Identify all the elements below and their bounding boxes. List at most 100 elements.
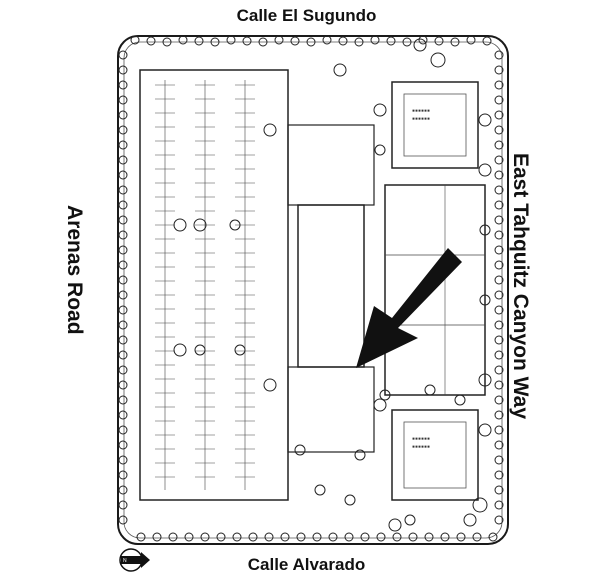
tree-icon [130, 35, 140, 45]
tree-icon [388, 518, 402, 532]
tree-icon [118, 485, 128, 495]
tree-icon [232, 532, 242, 542]
tree-icon [280, 532, 290, 542]
tree-icon [118, 185, 128, 195]
tree-icon [229, 219, 241, 231]
tree-icon [118, 455, 128, 465]
tree-icon [472, 497, 488, 513]
tree-icon [322, 35, 332, 45]
tree-icon [146, 36, 156, 46]
tree-icon [344, 494, 356, 506]
north-arrow-icon: N [119, 548, 150, 572]
tree-icon [118, 110, 128, 120]
tree-icon [118, 425, 128, 435]
tree-icon [118, 170, 128, 180]
tree-icon [494, 395, 504, 405]
street-label-east: East Tahquitz Canyon Way [509, 153, 532, 420]
tree-icon [494, 275, 504, 285]
tree-icon [173, 218, 187, 232]
tree-icon [314, 484, 326, 496]
tree-icon [494, 440, 504, 450]
tree-icon [312, 532, 322, 542]
tree-icon [494, 500, 504, 510]
tree-icon [338, 36, 348, 46]
svg-text:▪▪▪▪▪▪: ▪▪▪▪▪▪ [412, 116, 430, 122]
tree-icon [494, 80, 504, 90]
tree-icon [118, 500, 128, 510]
tree-icon [413, 38, 427, 52]
tree-icon [194, 36, 204, 46]
tree-icon [360, 532, 370, 542]
tree-icon [118, 140, 128, 150]
tree-icon [193, 218, 207, 232]
tree-icon [494, 125, 504, 135]
tree-icon [118, 275, 128, 285]
tree-icon [152, 532, 162, 542]
tree-icon [118, 335, 128, 345]
tree-icon [386, 36, 396, 46]
svg-text:▪▪▪▪▪▪: ▪▪▪▪▪▪ [412, 444, 430, 450]
tree-icon [118, 305, 128, 315]
tree-icon [118, 290, 128, 300]
tree-icon [494, 50, 504, 60]
tree-icon [463, 513, 477, 527]
site-labels: ▪▪▪▪▪▪ ▪▪▪▪▪▪ ▪▪▪▪▪▪ ▪▪▪▪▪▪ [412, 108, 430, 450]
tree-icon [494, 470, 504, 480]
landscape-trees [118, 35, 504, 542]
street-label-north: Calle El Sugundo [236, 6, 377, 25]
tree-icon [370, 35, 380, 45]
financial-interior [403, 421, 467, 489]
tree-icon [118, 80, 128, 90]
svg-text:▪▪▪▪▪▪: ▪▪▪▪▪▪ [412, 108, 430, 114]
tree-icon [494, 455, 504, 465]
tree-icon [379, 389, 391, 401]
svg-text:▪▪▪▪▪▪: ▪▪▪▪▪▪ [412, 436, 430, 442]
street-label-south: Calle Alvarado [247, 555, 366, 574]
tree-icon [454, 394, 466, 406]
tree-icon [440, 532, 450, 542]
tree-icon [494, 410, 504, 420]
tree-icon [296, 532, 306, 542]
tree-icon [264, 532, 274, 542]
tree-icon [494, 290, 504, 300]
tree-icon [374, 144, 386, 156]
tree-icon [274, 35, 284, 45]
tree-icon [210, 37, 220, 47]
tree-icon [118, 50, 128, 60]
tree-icon [494, 95, 504, 105]
tree-icon [294, 444, 306, 456]
tree-icon [494, 260, 504, 270]
tree-icon [494, 320, 504, 330]
tree-icon [402, 37, 412, 47]
tree-icon [494, 170, 504, 180]
tree-icon [494, 425, 504, 435]
tree-icon [263, 123, 277, 137]
tree-icon [494, 350, 504, 360]
tree-icon [479, 294, 491, 306]
tree-icon [494, 155, 504, 165]
tree-icon [373, 398, 387, 412]
tree-icon [373, 103, 387, 117]
tree-icon [226, 35, 236, 45]
tree-icon [488, 532, 498, 542]
tree-icon [494, 65, 504, 75]
tree-icon [118, 215, 128, 225]
tree-icon [216, 532, 226, 542]
tree-icon [184, 532, 194, 542]
svg-text:N: N [123, 558, 127, 564]
tree-icon [118, 95, 128, 105]
tree-icon [118, 260, 128, 270]
tree-icon [494, 185, 504, 195]
tree-icon [392, 532, 402, 542]
street-label-west: Arenas Road [63, 205, 86, 335]
tree-icon [118, 515, 128, 525]
tree-icon [494, 200, 504, 210]
tree-icon [290, 36, 300, 46]
financial-building [391, 409, 479, 501]
tree-icon [118, 380, 128, 390]
tree-icon [234, 344, 246, 356]
tree-icon [248, 532, 258, 542]
south-annex [287, 366, 375, 453]
parking-lot-west [139, 69, 289, 501]
tree-icon [478, 113, 492, 127]
